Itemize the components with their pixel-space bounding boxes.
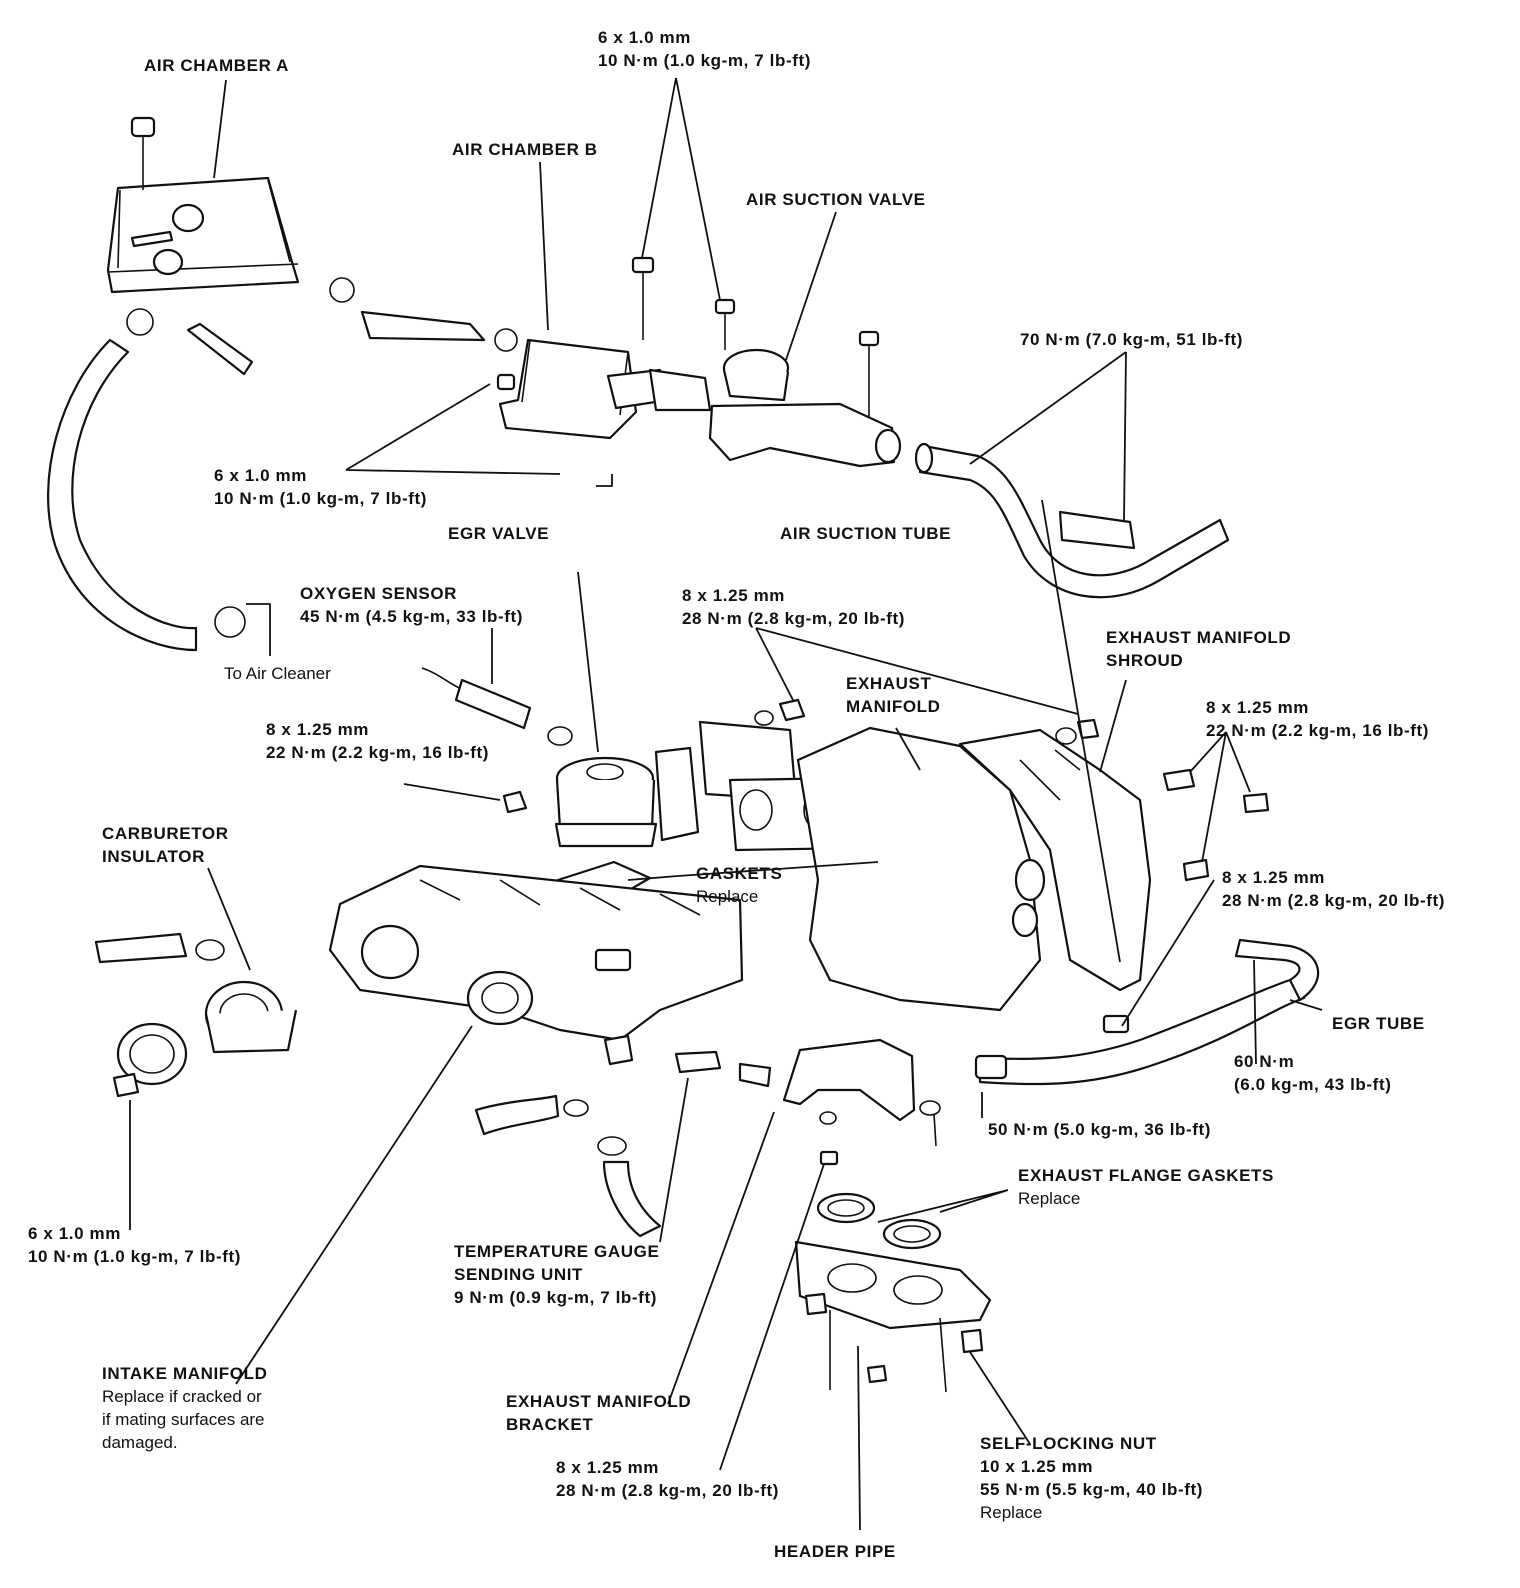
label-exhaust-manifold: EXHAUST MANIFOLD <box>846 674 941 716</box>
label-top-bolt-spec: 6 x 1.0 mm 10 N·m (1.0 kg-m, 7 lb-ft) <box>598 28 812 70</box>
exhaust-manifold-part <box>796 726 1046 1012</box>
vacuum-hose-part <box>94 932 188 964</box>
label-temperature-gauge-sending-unit: TEMPERATURE GAUGE SENDING UNIT 9 N·m (0.… <box>454 1242 660 1307</box>
leader-lines <box>129 77 1323 1531</box>
air-cleaner-hose <box>47 338 198 652</box>
exhaust-manifold-bracket-part <box>782 1038 916 1122</box>
oxygen-sensor-part <box>454 678 532 730</box>
label-exhaust-manifold-bracket: EXHAUST MANIFOLD BRACKET <box>506 1392 692 1434</box>
temperature-gauge-sending-unit-part <box>674 1050 722 1074</box>
label-air-suction-valve: AIR SUCTION VALVE <box>746 190 926 209</box>
label-exhaust-flange-gaskets: EXHAUST FLANGE GASKETS Replace <box>1018 1166 1274 1208</box>
label-carburetor-insulator: CARBURETOR INSULATOR <box>102 824 229 866</box>
intake-manifold-part <box>328 864 744 1066</box>
self-locking-nut-part <box>960 1328 984 1354</box>
label-bracket-bolt-spec: 8 x 1.25 mm 28 N·m (2.8 kg-m, 20 lb-ft) <box>556 1458 780 1500</box>
label-egr-valve: EGR VALVE <box>448 524 550 543</box>
header-pipe-part <box>794 1240 992 1393</box>
label-air-chamber-a: AIR CHAMBER A <box>144 56 290 75</box>
label-tube-torque: 70 N·m (7.0 kg-m, 51 lb-ft) <box>1020 330 1244 349</box>
label-to-air-cleaner: To Air Cleaner <box>224 664 331 683</box>
label-bottom-bolt-spec: 6 x 1.0 mm 10 N·m (1.0 kg-m, 7 lb-ft) <box>28 1224 242 1266</box>
label-intake-manifold: INTAKE MANIFOLD Replace if cracked or if… <box>102 1364 268 1452</box>
label-egr-tube-bolt-spec: 8 x 1.25 mm 28 N·m (2.8 kg-m, 20 lb-ft) <box>1222 868 1446 910</box>
label-manifold-nut-spec: 8 x 1.25 mm 28 N·m (2.8 kg-m, 20 lb-ft) <box>682 586 906 628</box>
label-exhaust-manifold-shroud: EXHAUST MANIFOLD SHROUD <box>1106 628 1292 670</box>
label-oxygen-sensor: OXYGEN SENSOR 45 N·m (4.5 kg-m, 33 lb-ft… <box>300 584 524 626</box>
label-air-suction-tube: AIR SUCTION TUBE <box>780 524 952 543</box>
carburetor-insulator-part <box>204 980 298 1054</box>
label-egr-fitting-torque: 50 N·m (5.0 kg-m, 36 lb-ft) <box>988 1120 1212 1139</box>
air-suction-tube-part <box>918 444 1230 599</box>
air-chamber-a-part <box>106 116 300 294</box>
label-header-pipe: HEADER PIPE <box>774 1542 896 1561</box>
air-suction-valve-part <box>708 348 902 468</box>
exhaust-flange-gasket-part <box>816 1192 942 1250</box>
air-chamber-b-part <box>360 310 712 440</box>
label-egr-tube-torque: 60 N·m (6.0 kg-m, 43 lb-ft) <box>1234 1052 1392 1094</box>
label-mid-bolt-spec: 6 x 1.0 mm 10 N·m (1.0 kg-m, 7 lb-ft) <box>214 466 428 508</box>
egr-valve-part <box>554 756 658 848</box>
exhaust-manifold-shroud-part <box>958 728 1152 992</box>
label-self-locking-nut: SELF-LOCKING NUT 10 x 1.25 mm 55 N·m (5.… <box>980 1434 1204 1522</box>
label-air-chamber-b: AIR CHAMBER B <box>452 140 598 159</box>
label-shroud-bolt-spec: 8 x 1.25 mm 22 N·m (2.2 kg-m, 16 lb-ft) <box>1206 698 1430 740</box>
label-egr-nut-spec: 8 x 1.25 mm 22 N·m (2.2 kg-m, 16 lb-ft) <box>266 720 490 762</box>
label-gaskets: GASKETS Replace <box>696 864 783 906</box>
label-egr-tube: EGR TUBE <box>1332 1014 1425 1033</box>
